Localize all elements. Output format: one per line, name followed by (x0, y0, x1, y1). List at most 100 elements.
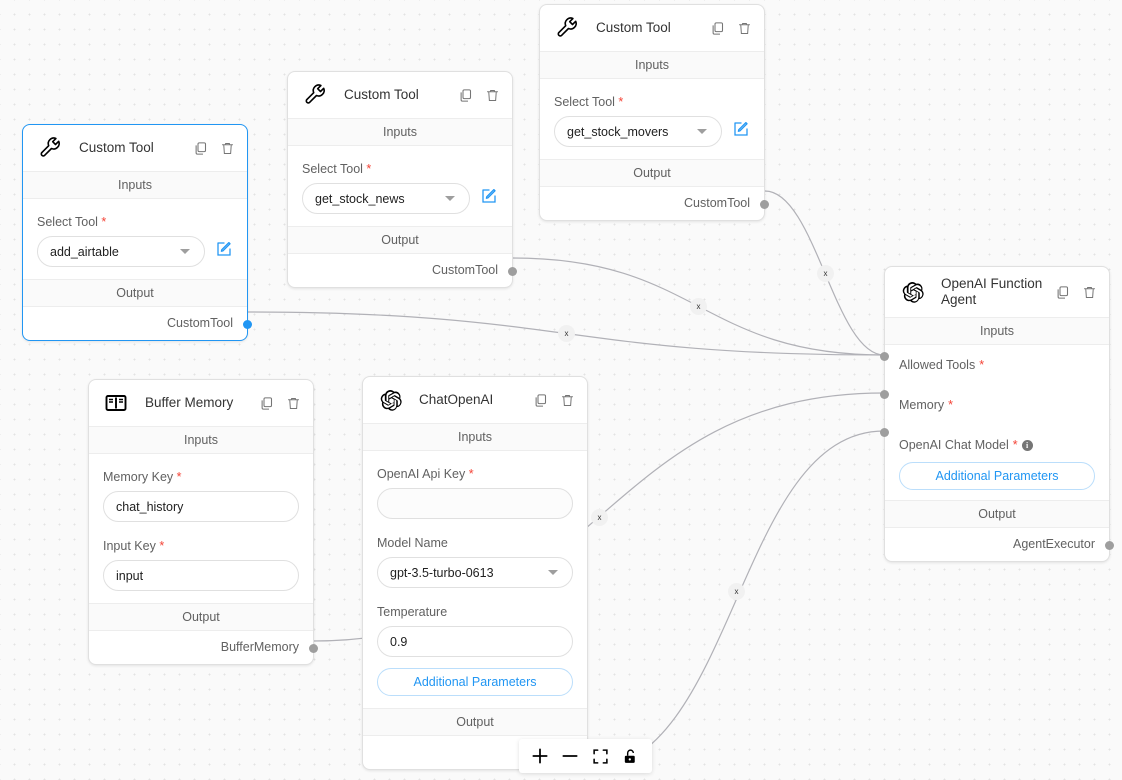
copy-icon[interactable] (259, 396, 274, 411)
required-marker: * (366, 162, 372, 176)
memory-label: Memory* (899, 398, 954, 412)
input-key-value: input (116, 568, 144, 583)
zoom-out-icon[interactable] (557, 743, 583, 769)
inputs-section-label: Inputs (23, 171, 247, 199)
fit-view-icon[interactable] (588, 743, 614, 769)
output-row: CustomTool (23, 307, 252, 340)
chevron-down-icon (548, 570, 558, 575)
edge-delete-button[interactable]: x (591, 509, 608, 526)
temperature-input[interactable]: 0.9 (377, 626, 573, 657)
required-marker: * (159, 539, 165, 553)
output-handle[interactable] (760, 200, 769, 209)
edit-icon[interactable] (732, 120, 750, 143)
additional-parameters-button[interactable]: Additional Parameters (377, 668, 573, 696)
edit-icon[interactable] (215, 240, 233, 263)
trash-icon[interactable] (1082, 285, 1097, 300)
input-key-input[interactable]: input (103, 560, 299, 591)
model-name-label: Model Name (377, 536, 448, 550)
edge-delete-button[interactable]: x (728, 583, 745, 600)
output-row: CustomTool (288, 254, 517, 287)
select-tool-value: get_stock_movers (567, 124, 669, 139)
trash-icon[interactable] (560, 393, 575, 408)
output-name: AgentExecutor (1013, 537, 1095, 551)
node-header: Custom Tool (540, 5, 764, 51)
canvas-toolbar[interactable] (519, 739, 652, 773)
inputs-section-label: Inputs (288, 118, 512, 146)
output-handle[interactable] (309, 644, 318, 653)
copy-icon[interactable] (458, 88, 473, 103)
select-tool-value: add_airtable (50, 244, 119, 259)
node-header: ChatOpenAI (363, 377, 587, 423)
wrench-icon (37, 135, 63, 161)
inputs-section-label: Inputs (540, 51, 764, 79)
select-tool-label: Select Tool * (554, 95, 624, 109)
unlock-icon[interactable] (618, 743, 644, 769)
memory-key-value: chat_history (116, 499, 184, 514)
output-section-label: Output (885, 500, 1109, 528)
node-chat-openai[interactable]: ChatOpenAI Inputs OpenAI Api Key * Model… (362, 376, 592, 770)
trash-icon[interactable] (737, 21, 752, 36)
select-tool-value: get_stock_news (315, 191, 405, 206)
node-title: OpenAI Function Agent (941, 276, 1043, 307)
output-section-label: Output (89, 603, 313, 631)
node-title: Custom Tool (596, 20, 671, 35)
trash-icon[interactable] (286, 396, 301, 411)
node-custom-tool-1[interactable]: Custom Tool Inputs Select Tool * add_air… (22, 124, 252, 341)
copy-icon[interactable] (193, 141, 208, 156)
wrench-icon (554, 15, 580, 41)
inputs-section-label: Inputs (885, 317, 1109, 345)
temperature-label: Temperature (377, 605, 448, 619)
edge-delete-button[interactable]: x (817, 265, 834, 282)
node-body: OpenAI Api Key * Model Name gpt-3.5-turb… (363, 451, 587, 708)
openai-api-key-input[interactable] (377, 488, 573, 519)
book-icon (103, 390, 129, 416)
additional-parameters-button[interactable]: Additional Parameters (899, 462, 1095, 490)
output-name: CustomTool (432, 263, 498, 277)
trash-icon[interactable] (220, 141, 235, 156)
edit-icon[interactable] (480, 187, 498, 210)
input-key-label: Input Key * (103, 539, 165, 553)
copy-icon[interactable] (710, 21, 725, 36)
trash-icon[interactable] (485, 88, 500, 103)
memory-key-input[interactable]: chat_history (103, 491, 299, 522)
node-openai-function-agent[interactable]: OpenAI Function Agent Inputs Allowed Too… (880, 266, 1114, 562)
edge-delete-button[interactable]: x (558, 325, 575, 342)
node-custom-tool-2[interactable]: Custom Tool Inputs Select Tool * get_sto… (287, 71, 517, 288)
openai-chat-model-label: OpenAI Chat Model* i (899, 438, 1095, 452)
model-name-dropdown[interactable]: gpt-3.5-turbo-0613 (377, 557, 573, 588)
node-body: Select Tool * add_airtable (23, 199, 247, 279)
copy-icon[interactable] (533, 393, 548, 408)
output-handle[interactable] (1105, 541, 1114, 550)
inputs-section-label: Inputs (89, 426, 313, 454)
copy-icon[interactable] (1055, 285, 1070, 300)
required-marker: * (101, 215, 107, 229)
zoom-in-icon[interactable] (527, 743, 553, 769)
openai-icon (899, 279, 925, 305)
node-title: Custom Tool (79, 140, 154, 155)
openai-icon (377, 387, 403, 413)
node-title: ChatOpenAI (419, 392, 494, 407)
select-tool-dropdown[interactable]: get_stock_movers (554, 116, 722, 147)
select-tool-dropdown[interactable]: add_airtable (37, 236, 205, 267)
node-title: Buffer Memory (145, 395, 234, 410)
node-custom-tool-3[interactable]: Custom Tool Inputs Select Tool * get_sto… (539, 4, 769, 221)
edge-delete-button[interactable]: x (690, 298, 707, 315)
required-marker: * (468, 467, 474, 481)
node-header: Buffer Memory (89, 380, 313, 426)
memory-input-handle[interactable] (880, 390, 889, 399)
output-handle[interactable] (508, 267, 517, 276)
inputs-section-label: Inputs (363, 423, 587, 451)
select-tool-label: Select Tool * (37, 215, 107, 229)
node-buffer-memory[interactable]: Buffer Memory Inputs Memory Key * chat_h… (88, 379, 318, 665)
allowed-tools-input-handle[interactable] (880, 352, 889, 361)
wrench-icon (302, 82, 328, 108)
node-title: Custom Tool (344, 87, 419, 102)
select-tool-dropdown[interactable]: get_stock_news (302, 183, 470, 214)
required-marker: * (176, 470, 182, 484)
info-icon[interactable]: i (1021, 439, 1033, 451)
chevron-down-icon (697, 129, 707, 134)
required-marker: * (979, 358, 985, 372)
openai-chat-model-input-handle[interactable] (880, 428, 889, 437)
output-handle[interactable] (243, 320, 252, 329)
